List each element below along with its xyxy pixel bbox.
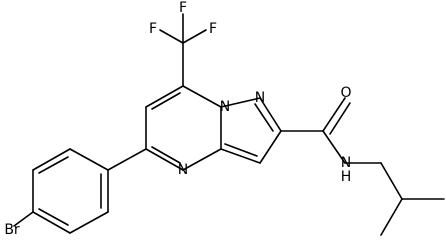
bond-c5-phenyl <box>107 148 147 171</box>
bond-ph2-ph3 <box>32 148 71 171</box>
bond-cf3-f-left <box>159 29 184 44</box>
bond-c3-c3a-double <box>224 143 258 157</box>
bond-ph4-ph5-double <box>38 208 69 226</box>
bond-cf3-f-right <box>182 29 207 44</box>
bond-n4-c5 <box>145 148 184 171</box>
bond-c6-c7 <box>145 85 184 108</box>
bond-ph4-ph5 <box>32 211 71 234</box>
atom-n-pyrimidine: N <box>178 162 188 178</box>
atom-n-pyrazole: N <box>255 90 265 106</box>
atom-o-carbonyl: O <box>340 85 351 101</box>
bond-c3a-n4 <box>182 148 222 171</box>
bond-n4-c5-double <box>151 146 181 164</box>
bond-carbonyl-o-double <box>329 102 351 135</box>
atom-f-left: F <box>149 21 157 37</box>
bond-c2-c3 <box>259 130 282 164</box>
bond-carbonyl-n <box>322 130 346 164</box>
bond-c-br <box>13 211 34 227</box>
bond-ph1-ph2 <box>69 148 109 171</box>
bond-ch-ch3-down <box>380 198 403 236</box>
bond-carbonyl-o <box>322 97 346 132</box>
bond-n1-c2 <box>259 97 282 132</box>
atom-h-amide: H <box>341 169 352 185</box>
bond-ph5-ph6 <box>69 211 109 234</box>
bond-c3-c3a <box>220 148 261 164</box>
atom-br: Br <box>4 222 20 238</box>
bond-c6-c7-double <box>151 92 181 110</box>
atom-n-bridgehead: N <box>220 99 230 115</box>
atom-n-amide: N <box>341 155 351 171</box>
bond-ch2-ch <box>380 162 403 200</box>
bond-c7-n8 <box>182 85 222 108</box>
bond-n1-c2-double <box>254 103 274 132</box>
atom-f-top: F <box>179 0 187 16</box>
bond-n8-n1 <box>220 97 261 108</box>
bond-ph2-ph3-double <box>38 156 69 174</box>
atom-f-right: F <box>209 21 217 37</box>
